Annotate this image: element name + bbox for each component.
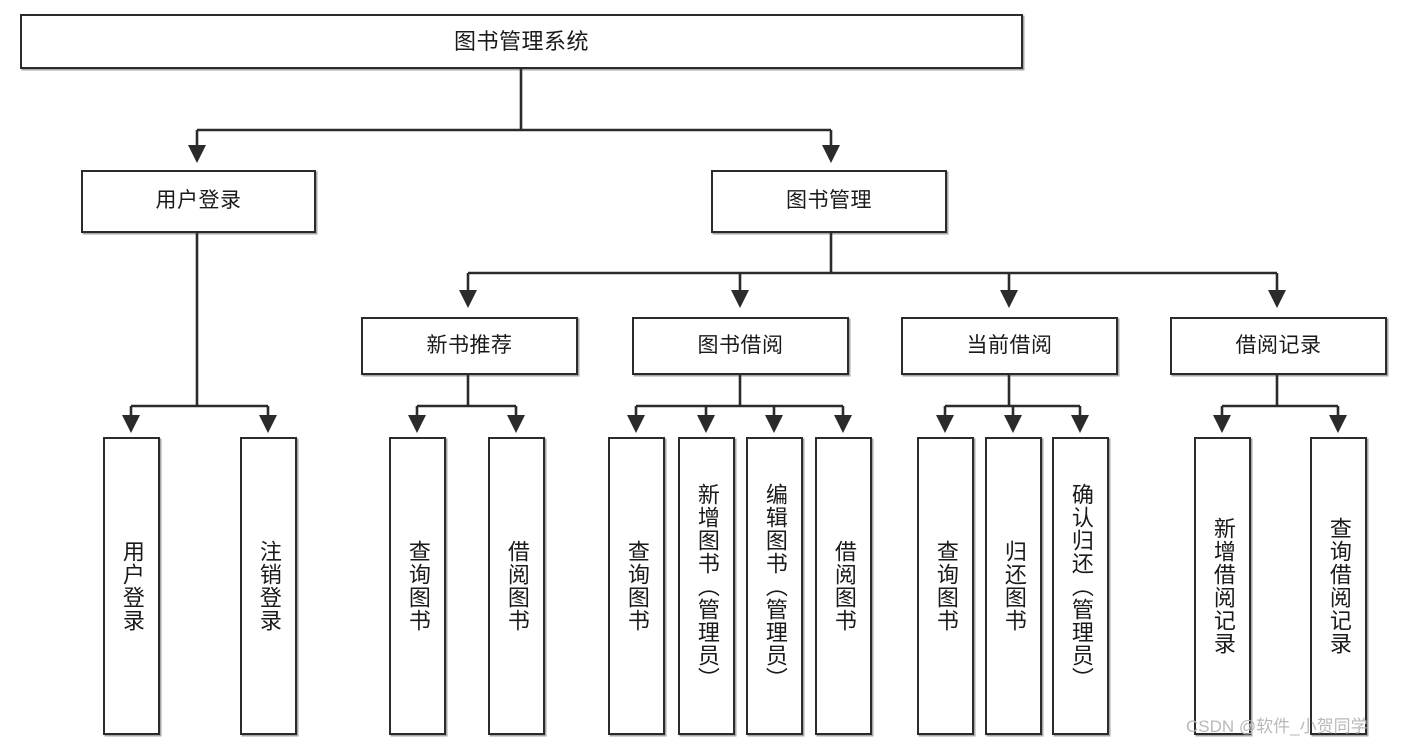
node-label: 查询图书	[405, 540, 431, 632]
node-leaf-edit-book-admin[interactable]: 编辑图书（管理员）	[746, 437, 803, 735]
node-leaf-confirm-return-admin[interactable]: 确认归还（管理员）	[1052, 437, 1109, 735]
node-user-login[interactable]: 用户登录	[81, 170, 316, 233]
node-leaf-query-book-borrow[interactable]: 查询图书	[608, 437, 665, 735]
node-borrow-record[interactable]: 借阅记录	[1170, 317, 1387, 375]
node-label: 新书推荐	[426, 333, 513, 357]
node-label: 新增借阅记录	[1210, 517, 1236, 655]
node-label: 图书管理系统	[453, 28, 589, 54]
node-leaf-query-borrow-record[interactable]: 查询借阅记录	[1310, 437, 1367, 735]
node-label: 用户登录	[155, 189, 242, 213]
node-label: 编辑图书（管理员）	[762, 482, 788, 690]
node-leaf-add-book-admin[interactable]: 新增图书（管理员）	[678, 437, 735, 735]
node-leaf-logout[interactable]: 注销登录	[240, 437, 297, 735]
node-book-borrow[interactable]: 图书借阅	[632, 317, 849, 375]
node-leaf-user-login[interactable]: 用户登录	[103, 437, 160, 735]
node-label: 借阅图书	[504, 540, 530, 632]
node-label: 注销登录	[256, 540, 282, 632]
node-label: 用户登录	[119, 540, 145, 632]
node-leaf-borrow-book-recommend[interactable]: 借阅图书	[488, 437, 545, 735]
node-book-management[interactable]: 图书管理	[711, 170, 947, 233]
node-label: 图书借阅	[697, 333, 784, 357]
node-current-borrow[interactable]: 当前借阅	[901, 317, 1118, 375]
watermark: CSDN @软件_小贺同学	[1186, 717, 1368, 736]
node-label: 借阅图书	[831, 540, 857, 632]
node-leaf-borrow-book[interactable]: 借阅图书	[815, 437, 872, 735]
node-label: 确认归还（管理员）	[1068, 482, 1094, 690]
node-label: 图书管理	[786, 189, 872, 213]
node-leaf-return-book[interactable]: 归还图书	[985, 437, 1042, 735]
node-label: 归还图书	[1001, 540, 1027, 632]
node-root-system[interactable]: 图书管理系统	[20, 14, 1023, 69]
node-label: 查询借阅记录	[1326, 517, 1352, 655]
node-label: 查询图书	[624, 540, 650, 632]
node-label: 新增图书（管理员）	[694, 482, 720, 690]
node-label: 借阅记录	[1235, 333, 1322, 357]
node-label: 当前借阅	[966, 333, 1053, 357]
node-label: 查询图书	[933, 540, 959, 632]
node-leaf-add-borrow-record[interactable]: 新增借阅记录	[1194, 437, 1251, 735]
node-new-book-recommend[interactable]: 新书推荐	[361, 317, 578, 375]
node-leaf-query-book-current[interactable]: 查询图书	[917, 437, 974, 735]
node-leaf-query-book-recommend[interactable]: 查询图书	[389, 437, 446, 735]
